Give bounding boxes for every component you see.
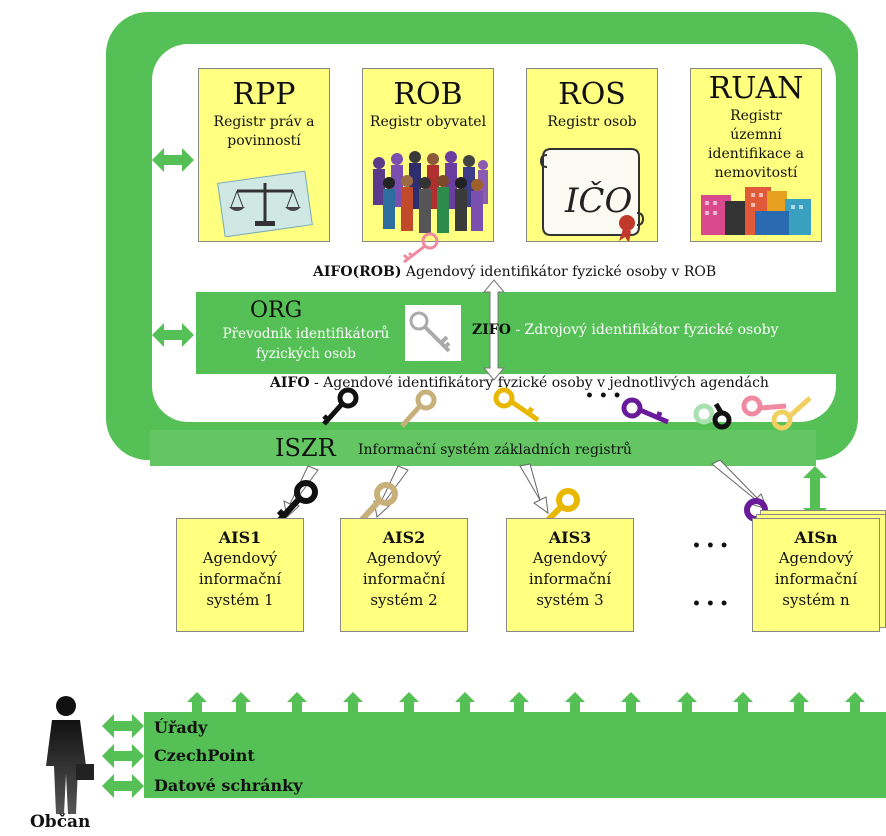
registry-rob: ROB Registr obyvatel bbox=[362, 68, 494, 242]
buildings-icon bbox=[701, 187, 811, 235]
zifo-label: ZIFO - Zdrojový identifikátor fyzické os… bbox=[472, 322, 779, 338]
zifo-arrow bbox=[482, 279, 506, 381]
registry-ruan: RUAN Registr územní identifikace a nemov… bbox=[690, 68, 822, 242]
citizen-figure-icon bbox=[46, 696, 94, 814]
registry-name: Registr územní identifikace a nemovitost… bbox=[708, 108, 804, 181]
ais-box: AIS2 Agendový informační systém 2 bbox=[340, 518, 468, 632]
ais-box: AIS3 Agendový informační systém 3 bbox=[506, 518, 634, 632]
aifo-rob-label: AIFO(ROB) Agendový identifikátor fyzické… bbox=[313, 264, 716, 280]
org-name: Převodník identifikátorů fyzických osob bbox=[222, 326, 390, 362]
org-band bbox=[196, 292, 838, 374]
scales-icon bbox=[217, 170, 313, 237]
registry-code: RUAN bbox=[708, 71, 804, 106]
registry-code: RPP bbox=[232, 77, 296, 112]
channel-urady: Úřady bbox=[154, 718, 208, 737]
crowd-icon bbox=[373, 151, 488, 233]
white-key-icon bbox=[405, 305, 461, 361]
citizen-label: Občan bbox=[30, 812, 91, 832]
black-key-icon bbox=[712, 402, 732, 430]
iszr-band bbox=[150, 430, 816, 466]
black-key-icon bbox=[275, 480, 318, 525]
ais-code: AIS3 bbox=[548, 528, 592, 547]
ais-line: informační bbox=[362, 570, 446, 588]
ais-line: systém 3 bbox=[536, 591, 604, 609]
yellow-key-icon bbox=[771, 396, 812, 431]
registry-ros: ROS Registr osob IČO bbox=[526, 68, 658, 242]
ais-line: Agendový bbox=[366, 549, 442, 567]
tan-key-icon bbox=[400, 389, 437, 428]
ais-line: Agendový bbox=[532, 549, 608, 567]
zifo-text: - Zdrojový identifikátor fyzické osoby bbox=[515, 322, 779, 338]
keys-row bbox=[322, 387, 812, 431]
ais-line: systém 1 bbox=[206, 591, 274, 609]
ais-line: informační bbox=[528, 570, 612, 588]
ais-code: AIS2 bbox=[382, 528, 426, 547]
purple-key-icon bbox=[621, 397, 669, 425]
channel-datove-schranky: Datové schránky bbox=[154, 776, 303, 795]
pink-key-icon bbox=[741, 395, 787, 417]
ais-line: systém 2 bbox=[370, 591, 438, 609]
org-code: ORG bbox=[250, 298, 303, 323]
aifo-label: AIFO - Agendové identifikátory fyzické o… bbox=[270, 375, 769, 391]
ico-label: IČO bbox=[565, 181, 633, 221]
aifo-text: - Agendové identifikátory fyzické osoby … bbox=[314, 375, 769, 391]
aifo-rob-text: Agendový identifikátor fyzické osoby v R… bbox=[405, 264, 717, 280]
mint-key-icon bbox=[693, 403, 715, 425]
up-down-arrow-icon bbox=[584, 14, 602, 44]
iszr-code: ISZR bbox=[275, 434, 336, 462]
registry-name: Registr obyvatel bbox=[369, 114, 487, 130]
up-down-arrow-icon bbox=[753, 14, 771, 44]
up-down-arrow-icon bbox=[424, 14, 442, 44]
yellow-key-icon bbox=[493, 387, 540, 423]
channel-czechpoint: CzechPoint bbox=[154, 746, 255, 765]
keys-dots: • • • bbox=[585, 388, 622, 404]
aifo-bold: AIFO bbox=[270, 375, 310, 391]
zifo-bold: ZIFO bbox=[472, 322, 511, 338]
registry-code: ROB bbox=[393, 77, 463, 112]
certificate-scroll-icon bbox=[539, 148, 645, 241]
left-right-arrow-icon bbox=[152, 148, 194, 172]
ais-line: Agendový bbox=[778, 549, 854, 567]
citizen-side-arrows bbox=[102, 714, 144, 798]
registry-rpp: RPP Registr práv a povinností bbox=[198, 68, 330, 242]
ais-dots-top: • • • bbox=[692, 538, 729, 554]
side-arrows bbox=[152, 148, 194, 347]
pink-key-icon bbox=[402, 232, 439, 264]
left-right-arrow-icon bbox=[152, 323, 194, 347]
ais-box: AISn Agendový informační systém n bbox=[752, 518, 880, 632]
registry-name: Registr osob bbox=[547, 114, 637, 130]
top-arrows bbox=[424, 14, 771, 44]
ais-box: AIS1 Agendový informační systém 1 bbox=[176, 518, 304, 632]
ais-line: Agendový bbox=[202, 549, 278, 567]
ais-line: informační bbox=[774, 570, 858, 588]
ais-line: systém n bbox=[782, 591, 850, 609]
ais-code: AIS1 bbox=[218, 528, 262, 547]
ais-dots-bottom: • • • bbox=[692, 596, 729, 612]
citizen-band bbox=[144, 712, 886, 798]
registry-code: ROS bbox=[558, 77, 626, 112]
ais-code: AISn bbox=[794, 528, 838, 547]
registry-name: Registr práv a povinností bbox=[213, 114, 315, 149]
aifo-rob-bold: AIFO(ROB) bbox=[313, 264, 402, 280]
ais-line: informační bbox=[198, 570, 282, 588]
black-key-icon bbox=[322, 387, 359, 426]
citizen-up-arrows bbox=[187, 692, 865, 716]
iszr-name: Informační systém základních registrů bbox=[358, 442, 632, 458]
up-down-arrow-icon bbox=[803, 466, 827, 520]
